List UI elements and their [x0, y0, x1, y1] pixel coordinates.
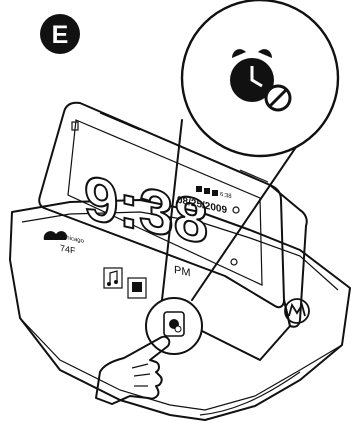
step-badge-letter: E — [52, 21, 69, 49]
cloud-icon — [44, 231, 67, 240]
step-badge: E — [40, 14, 80, 54]
dock-alarm-button[interactable] — [146, 298, 202, 354]
music-note-icon[interactable] — [104, 268, 122, 288]
clock-ampm: PM — [174, 264, 190, 279]
photo-icon[interactable] — [128, 278, 146, 298]
weather-temp: 74F — [60, 243, 76, 256]
status-time: 6:38 — [220, 192, 232, 201]
clock-time: 9:38 — [84, 162, 208, 258]
